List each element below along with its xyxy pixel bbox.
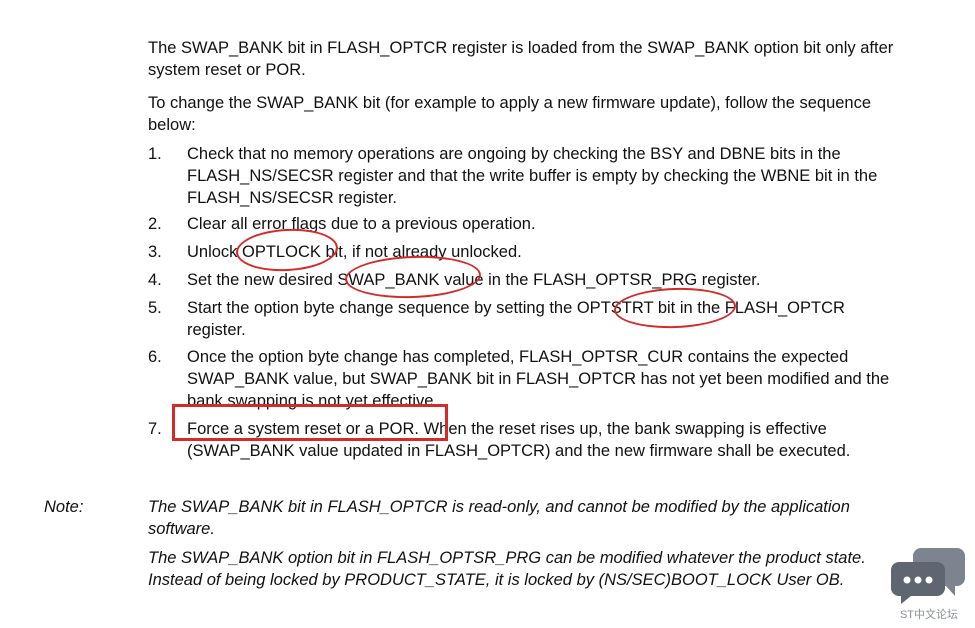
step-text: Set the new desired SWAP_BANK value in t… xyxy=(187,271,761,289)
watermark-text: ST中文论坛 xyxy=(899,609,959,621)
step-text: Unlock OPTLOCK bit, if not already unloc… xyxy=(187,243,522,261)
step-number: 5. xyxy=(148,299,162,317)
note-paragraph-1: The SWAP_BANK bit in FLASH_OPTCR is read… xyxy=(148,498,850,538)
step-text: Check that no memory operations are ongo… xyxy=(187,145,878,207)
step-text: Clear all error flags due to a previous … xyxy=(187,215,536,233)
step-number: 4. xyxy=(148,271,162,289)
intro-paragraph-1: The SWAP_BANK bit in FLASH_OPTCR registe… xyxy=(148,39,894,79)
intro-paragraph-2: To change the SWAP_BANK bit (for example… xyxy=(148,94,872,134)
step-number: 7. xyxy=(148,420,162,438)
note-paragraph-2: The SWAP_BANK option bit in FLASH_OPTSR_… xyxy=(148,549,866,589)
step-text: Force a system reset or a POR. When the … xyxy=(187,420,851,460)
watermark: ST中文论坛 xyxy=(891,542,967,622)
step-number: 2. xyxy=(148,215,162,233)
step-text: Once the option byte change has complete… xyxy=(187,348,890,410)
note-label: Note: xyxy=(44,498,84,516)
chat-bubbles-icon xyxy=(891,548,965,604)
step-number: 1. xyxy=(148,145,162,163)
step-number: 3. xyxy=(148,243,162,261)
step-text: Start the option byte change sequence by… xyxy=(187,299,845,339)
step-number: 6. xyxy=(148,348,162,366)
